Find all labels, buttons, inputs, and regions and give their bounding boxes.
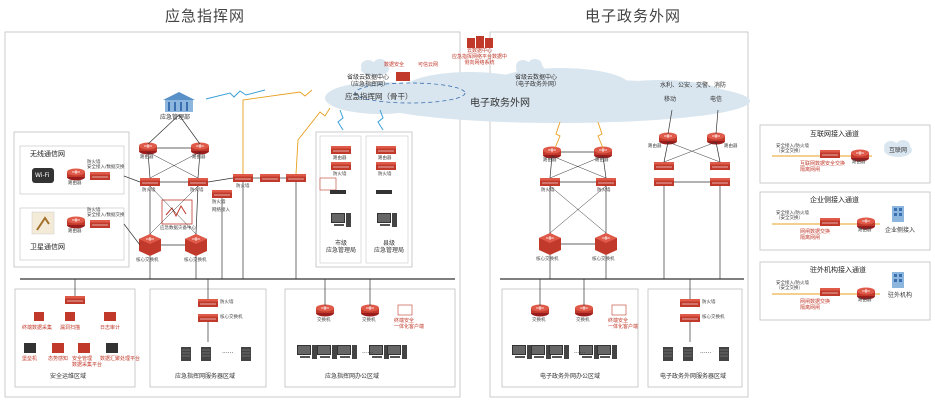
wifi-label: Wi-Fi	[35, 172, 50, 179]
ops-item-3: 堡垒机	[22, 356, 38, 362]
municipal-router-label: 路由器	[333, 156, 347, 161]
egov-office-security-label: 终端安全 一体化客户端	[608, 318, 639, 330]
fw-core-left-label: 防火墙	[142, 188, 156, 193]
router-b-label: 路由器	[595, 158, 609, 163]
legend-enterprise-title: 企业侧接入通道	[810, 196, 859, 204]
egov-cloud-label: 电子政务外网	[470, 98, 530, 109]
wireless-net-label: 无线通信网	[30, 150, 65, 158]
ops-item-4: 态势感知	[48, 356, 69, 362]
municipal-fw-label: 防火墙	[333, 172, 347, 177]
office-ellipsis: ......	[362, 348, 374, 355]
legend-internet-title: 互联网接入通道	[810, 130, 859, 138]
router-satellite-label: 路由器	[68, 229, 82, 234]
office-switch-1-label: 交换机	[317, 318, 331, 323]
legend-agency-note: 网闸数据交换 隔离网闸	[800, 299, 831, 311]
legend-enterprise-fw: 安全接入/防火墙 （安全交换）	[776, 211, 810, 222]
municipal-label: 市级 应急管理局	[326, 240, 357, 255]
top-data-center-label: 云数据中心 应急指挥网络平台数据中 侧向网络系统	[452, 48, 508, 66]
security-zone-label: 应急数据灾备中心	[160, 226, 196, 231]
backbone-label: 应急指挥网（骨干）	[345, 92, 413, 101]
egov-office-switch-1-label: 交换机	[532, 318, 546, 323]
router-top-right-label: 路由器	[192, 155, 206, 160]
county-fw-label: 防火墙	[378, 172, 392, 177]
emergency-dept-label: 应急管理部	[160, 114, 191, 121]
egov-fw-left-label: 防火墙	[541, 188, 555, 193]
egov-server-ellipsis: ......	[700, 348, 712, 355]
server-ellipsis: ......	[222, 348, 234, 355]
title-egov-net: 电子政务外网	[585, 7, 682, 25]
legend-internet-note: 互联网数据安全交换 隔离网闸	[800, 161, 846, 173]
county-router-label: 路由器	[378, 156, 392, 161]
egov-office-zone-label: 电子政务外网办公区域	[540, 373, 601, 380]
egov-core-right-label: 核心交换机	[592, 257, 615, 262]
legend-agency-router: 路由器	[858, 298, 872, 303]
province-dc-left-label: 省级云数据中心 （应急指挥网）	[347, 74, 390, 89]
legend-internet-fw: 安全接入/防火墙 （安全交换）	[776, 144, 810, 155]
title-emergency-net: 应急指挥网	[165, 7, 246, 25]
router-a-label: 路由器	[543, 158, 557, 163]
core-left-label: 核心交换机	[136, 258, 159, 263]
router-c-label: 路由器	[648, 144, 662, 149]
trusted-net-label: 可信云网	[418, 62, 439, 68]
ops-item-0: 终端数据采集	[22, 325, 53, 331]
mobile-label: 移动	[664, 96, 677, 103]
router-wireless-label: 路由器	[68, 181, 82, 186]
legend-enterprise-note: 网闸数据交换 隔离网闸	[800, 229, 831, 241]
egov-office-switch-2-label: 交换机	[576, 318, 590, 323]
border-fw-2-label: 防火墙	[236, 184, 250, 189]
inbound-label: 网络接入	[212, 208, 230, 213]
ops-item-2: 日志审计	[100, 325, 121, 331]
egov-server-zone-label: 电子政务外网服务器区域	[660, 373, 727, 380]
ops-item-6: 数据汇聚处理平台	[100, 356, 141, 362]
router-top-left-label: 路由器	[140, 155, 154, 160]
router-d-label: 路由器	[724, 144, 738, 149]
egov-server-switch-label: 核心交换机	[702, 315, 725, 320]
egov-server-fw-label: 防火墙	[702, 300, 716, 305]
office-switch-2-label: 交换机	[362, 318, 376, 323]
security-ops-zone-label: 安全运维区域	[50, 373, 87, 380]
office-security-label: 终端安全 一体化客户端	[394, 318, 425, 330]
egov-core-left-label: 核心交换机	[536, 257, 559, 262]
ops-item-1: 漏洞扫描	[60, 325, 81, 331]
egov-office-ellipsis: ......	[574, 348, 586, 355]
emergency-net-region	[4, 31, 461, 398]
legend-internet-node: 互联网	[889, 147, 908, 154]
server-fw-label: 防火墙	[220, 300, 234, 305]
telecom-label: 电信	[710, 96, 723, 103]
fw-satellite-label: 防火墙 安全接入/数据交换	[87, 208, 125, 219]
fw-wireless-label: 防火墙 安全接入/数据交换	[87, 160, 125, 171]
border-fw-1-label: 防火墙	[212, 200, 226, 205]
legend-enterprise-node: 企业侧接入	[885, 227, 916, 234]
office-zone-label: 应急指挥网办公区域	[325, 373, 380, 380]
agencies-label: 水利、公安、交警、消防	[660, 82, 727, 89]
egov-net-region	[489, 31, 749, 398]
province-dc-right-label: 省级云数据中心 （电子政务外网）	[512, 74, 561, 89]
legend-agency-title: 驻外机构接入通道	[810, 266, 866, 274]
data-security-label: 数据安全	[384, 62, 405, 68]
legend-agency-fw: 安全接入/防火墙 （安全交换）	[776, 281, 810, 292]
core-right-label: 核心交换机	[184, 258, 207, 263]
county-label: 县级 应急管理局	[374, 240, 405, 255]
ops-item-5: 安全管理 数据采集平台	[72, 356, 103, 368]
server-zone-label: 应急指挥网服务器区域	[175, 373, 236, 380]
legend-agency-node: 驻外机构	[888, 292, 913, 299]
fw-core-right-label: 防火墙	[190, 188, 204, 193]
legend-enterprise-router: 路由器	[858, 228, 872, 233]
server-switch-label: 核心交换机	[220, 315, 243, 320]
top-data-center	[467, 36, 493, 48]
emergency-dept-building	[163, 92, 195, 112]
legend-internet-router: 路由器	[852, 160, 866, 165]
egov-fw-right-label: 防火墙	[597, 188, 611, 193]
satellite-net-label: 卫星通信网	[30, 243, 65, 251]
